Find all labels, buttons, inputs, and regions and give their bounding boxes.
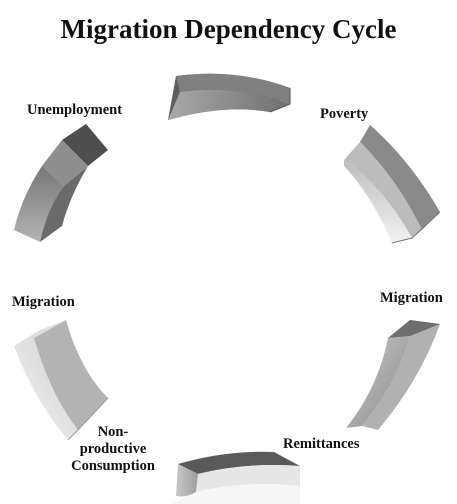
node-label-consumption: Non- productive Consumption xyxy=(60,424,166,475)
cycle-segment-upper-left xyxy=(14,124,108,242)
node-label-poverty: Poverty xyxy=(320,106,369,122)
node-label-consumption-line-2: productive xyxy=(79,441,147,457)
cycle-segment-top xyxy=(168,73,291,120)
node-label-unemployment: Unemployment xyxy=(27,102,123,118)
diagram-title: Migration Dependency Cycle xyxy=(60,14,397,44)
cycle-segment-right xyxy=(346,320,440,430)
cycle-segment-bottom xyxy=(172,451,300,504)
node-label-consumption-line-3: Consumption xyxy=(71,458,155,474)
node-label-migration-right: Migration xyxy=(380,290,443,306)
cycle-segment-left xyxy=(14,320,109,441)
node-label-migration-left: Migration xyxy=(12,294,75,310)
cycle-segment-upper-right xyxy=(344,125,441,244)
node-label-consumption-line-1: Non- xyxy=(97,424,129,440)
node-label-remittances: Remittances xyxy=(283,436,360,452)
